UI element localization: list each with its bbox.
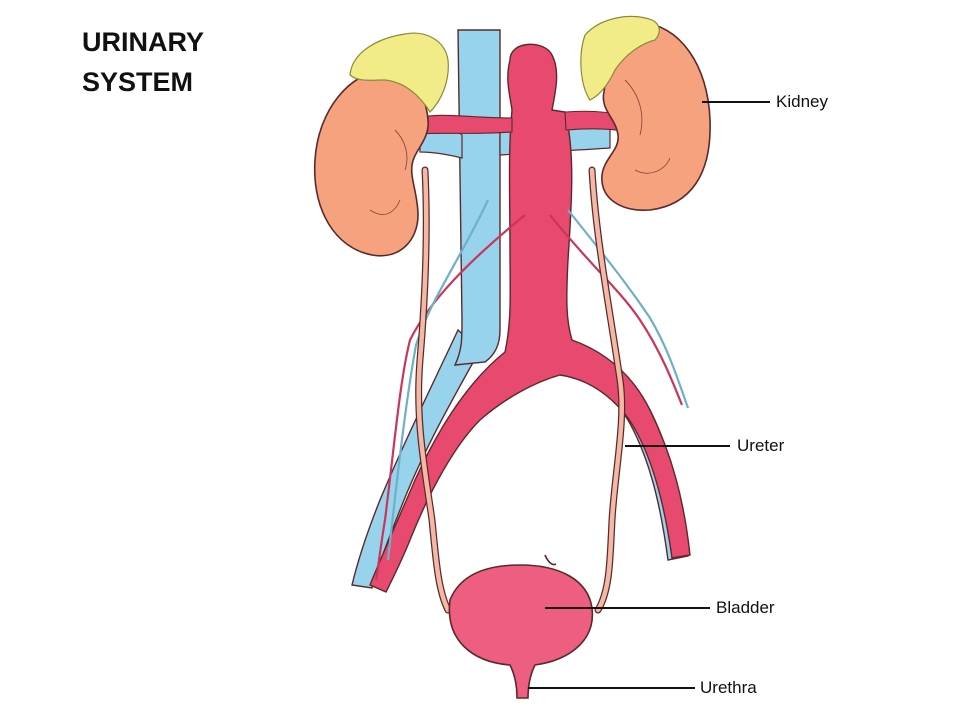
ureters <box>415 166 626 614</box>
right-kidney <box>601 21 711 211</box>
kidney-label: Kidney <box>776 92 828 111</box>
urethra-label: Urethra <box>700 678 757 697</box>
bladder-label: Bladder <box>716 598 775 617</box>
urethra-leader-line <box>528 687 695 689</box>
bladder-organ <box>448 554 594 699</box>
left-kidney <box>313 69 429 257</box>
diagram-title: URINARY SYSTEM <box>82 22 204 102</box>
kidney-leader-line <box>702 101 770 103</box>
gonadal-vessels <box>374 199 690 581</box>
ureter-label: Ureter <box>737 436 785 455</box>
title-line-2: SYSTEM <box>82 67 194 97</box>
adrenal-glands <box>349 15 660 113</box>
bladder-leader-line <box>545 607 710 609</box>
ureter-leader-line <box>625 445 730 447</box>
vena-cava <box>453 29 501 366</box>
title-line-1: URINARY <box>82 27 205 57</box>
